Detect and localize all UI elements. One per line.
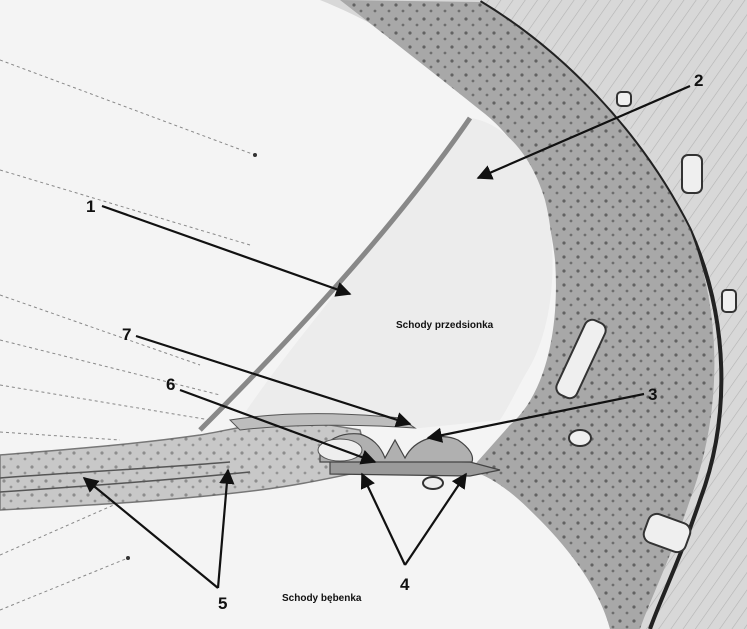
dashed-guides-left <box>0 59 256 611</box>
vessels <box>555 91 737 554</box>
marker-dot <box>253 153 257 157</box>
arrow-4b <box>404 472 467 566</box>
label-7: 7 <box>122 325 131 344</box>
arrow-4a <box>360 472 406 566</box>
arrow-2 <box>476 84 691 180</box>
pointer-arrows <box>82 84 691 589</box>
spiral-vessel <box>422 476 444 490</box>
arrow-5a <box>82 477 219 589</box>
label-4: 4 <box>400 575 410 594</box>
spiral-ligament-nuclei <box>340 0 715 629</box>
scala-vestibuli <box>240 118 553 428</box>
reissner-membrane <box>198 116 473 432</box>
label-6: 6 <box>166 375 175 394</box>
label-5: 5 <box>218 594 227 613</box>
arrow-1 <box>101 204 352 297</box>
region-label-vestibuli: Schody przedsionka <box>396 320 494 331</box>
marker-dot <box>126 556 130 560</box>
arrow-5b <box>216 468 235 589</box>
bony-wall-hatch <box>480 0 747 629</box>
arrow-3 <box>426 392 645 443</box>
label-1: 1 <box>86 197 95 216</box>
region-label-tympani: Schody bębenka <box>282 593 362 604</box>
label-2: 2 <box>694 71 703 90</box>
arrow-6 <box>179 388 377 465</box>
label-3: 3 <box>648 385 657 404</box>
arrow-7 <box>135 334 412 428</box>
